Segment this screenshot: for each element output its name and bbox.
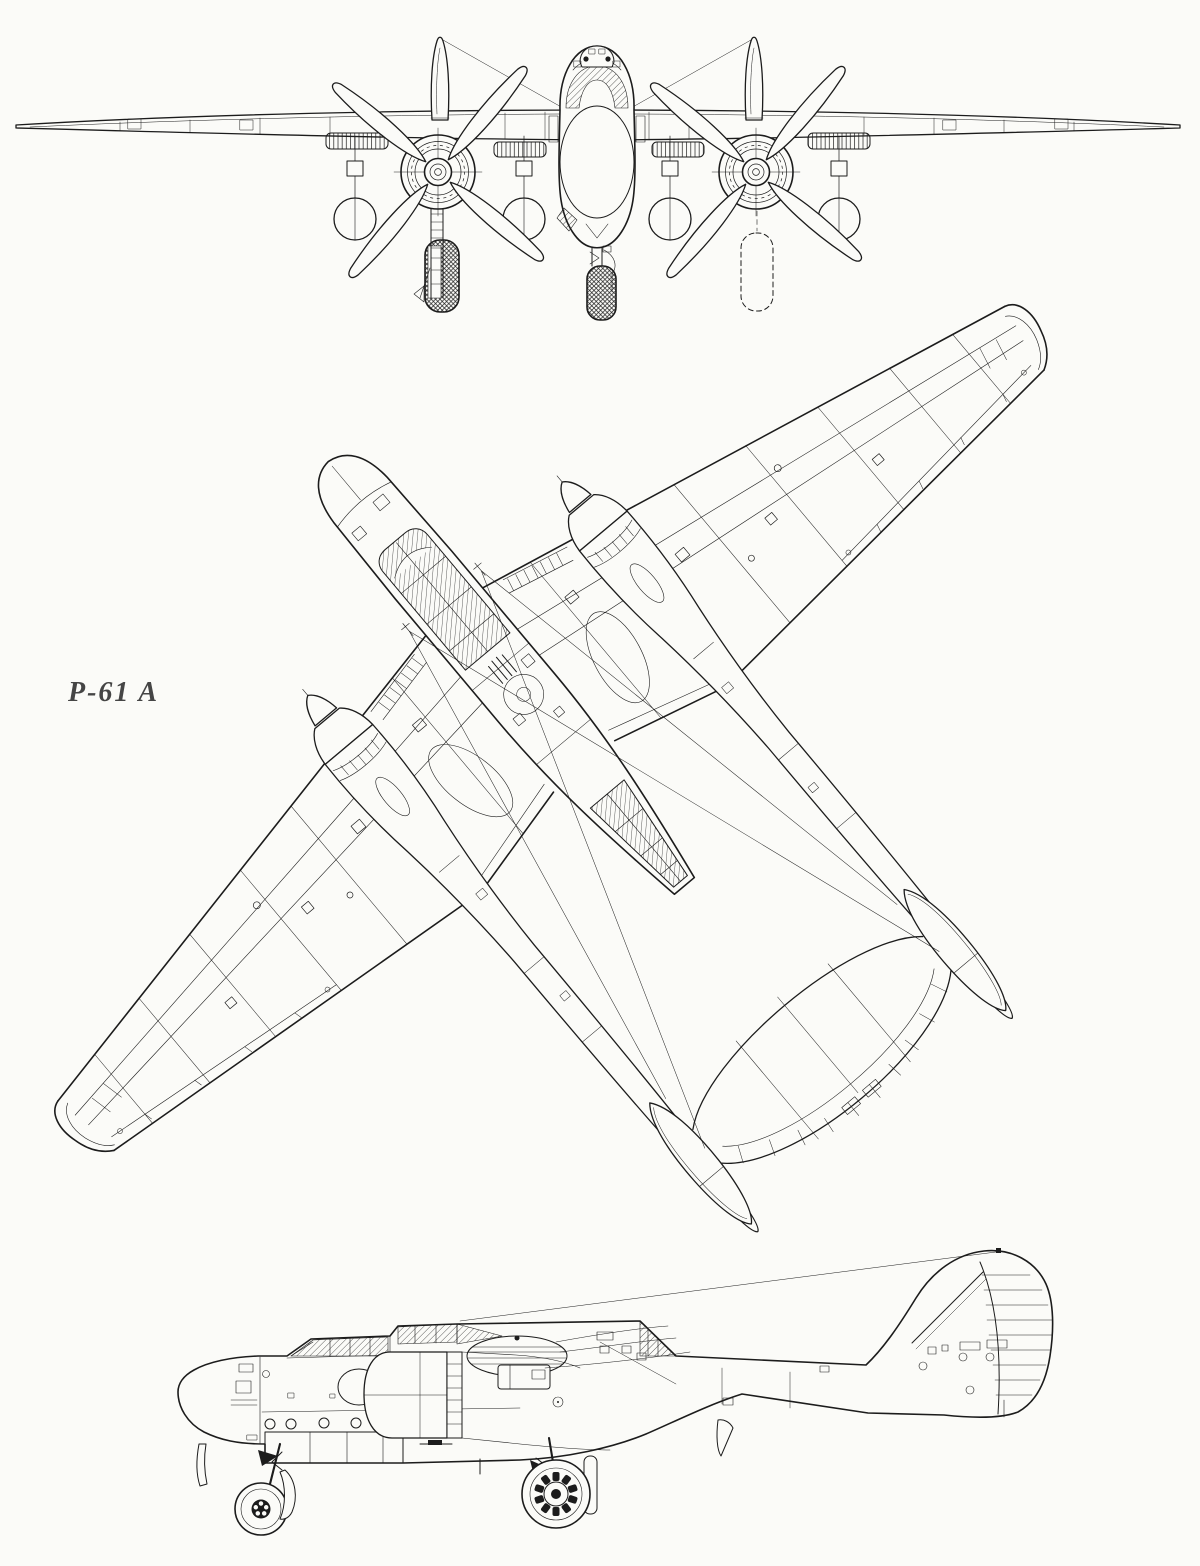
plan-turret <box>488 654 544 715</box>
front-nose-gear <box>586 245 617 321</box>
front-fuselage <box>548 45 646 249</box>
front-right-fin <box>744 36 764 121</box>
wing-intake-grille <box>325 132 389 150</box>
front-view <box>15 36 1181 321</box>
stabilizer-tip <box>716 1419 734 1457</box>
side-antenna-wire <box>459 1251 997 1322</box>
side-turret <box>466 1325 691 1390</box>
side-nose-gear <box>234 1442 296 1536</box>
nose-wheel-tire <box>586 265 617 321</box>
wing-intake-grille <box>493 141 547 158</box>
front-canopy-glazing <box>565 65 629 109</box>
plan-canopy <box>378 528 511 671</box>
side-gun-bay <box>264 1417 404 1464</box>
plan-view <box>0 204 1089 1253</box>
rudder-hinge <box>979 1261 1000 1415</box>
side-engine-nacelle <box>337 1351 611 1475</box>
plan-stabilizer <box>692 935 952 1164</box>
side-rear-fuselage-details <box>552 1320 830 1457</box>
plan-antenna-wires <box>409 570 940 1149</box>
side-tail-fin <box>911 1248 1053 1418</box>
side-main-gear <box>521 1436 598 1529</box>
nose-gear-door <box>279 1469 296 1520</box>
front-turret <box>579 45 615 68</box>
side-airframe-silhouette <box>177 1249 1054 1464</box>
nose-pitot <box>196 1443 208 1487</box>
side-view <box>177 1248 1054 1536</box>
plan-fuselage <box>317 454 696 896</box>
front-left-fin <box>430 36 450 121</box>
side-canopy <box>286 1323 503 1359</box>
wing-intake-grille <box>651 141 705 158</box>
front-left-main-gear <box>413 207 460 313</box>
front-right-gear-ghost <box>740 210 774 312</box>
plan-antenna-masts <box>401 562 486 637</box>
front-radome <box>559 105 635 219</box>
aircraft-label: P-61 A <box>67 677 159 708</box>
front-antenna-wires <box>442 39 752 109</box>
